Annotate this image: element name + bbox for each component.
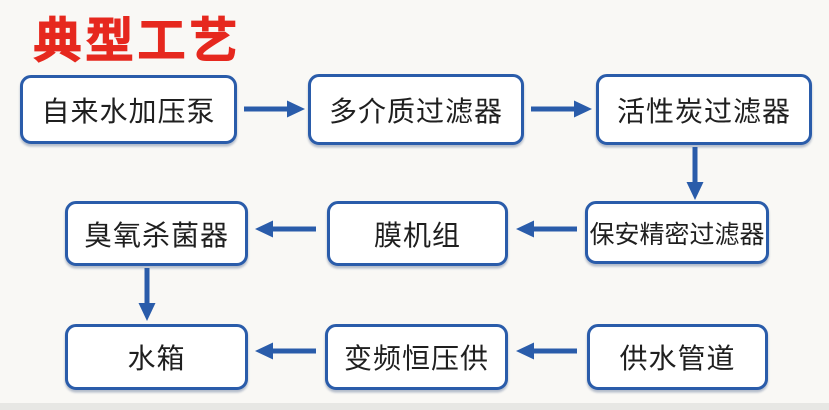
arrow-left-icon: [516, 220, 577, 238]
node-water-tank: 水箱: [65, 324, 248, 390]
node-water-supply-pipeline: 供水管道: [587, 324, 768, 390]
node-label: 膜机组: [373, 219, 461, 251]
arrow-left-icon: [255, 342, 316, 360]
node-label: 变频恒压供: [343, 343, 489, 374]
node-multimedia-filter: 多介质过滤器: [308, 74, 524, 145]
arrow-right-icon: [244, 100, 305, 118]
node-label: 保安精密过滤器: [589, 220, 765, 249]
node-membrane-unit: 膜机组: [327, 201, 508, 266]
node-label: 活性炭过滤器: [616, 95, 791, 127]
arrow-down-icon: [686, 147, 704, 200]
node-label: 多介质过滤器: [328, 95, 503, 127]
arrow-down-icon: [138, 268, 156, 321]
node-activated-carbon-filter: 活性炭过滤器: [596, 74, 812, 145]
arrow-left-icon: [516, 342, 577, 360]
node-vfd-constant-pressure-supply: 变频恒压供: [325, 324, 508, 390]
bottom-shade-band: [0, 403, 829, 410]
node-label: 供水管道: [619, 343, 736, 374]
arrow-left-icon: [255, 220, 316, 238]
node-label: 自来水加压泵: [41, 95, 216, 127]
node-ozone-sterilizer: 臭氧杀菌器: [65, 201, 248, 266]
node-label: 水箱: [127, 343, 186, 374]
node-tap-water-pressure-pump: 自来水加压泵: [20, 75, 237, 144]
arrow-right-icon: [531, 100, 592, 118]
node-label: 臭氧杀菌器: [83, 219, 229, 251]
page-title: 典型工艺: [33, 13, 242, 68]
node-security-precision-filter: 保安精密过滤器: [585, 201, 769, 264]
